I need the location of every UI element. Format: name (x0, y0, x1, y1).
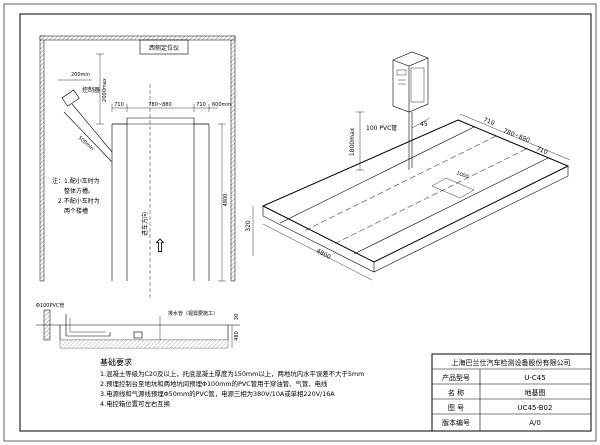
small-pit (431, 177, 475, 199)
plan-note-2: 整体方槽。 (64, 187, 94, 195)
isometric-view: 100 PVC管 45 1800max 1000 710 780~880 710… (245, 51, 571, 281)
dim-1800max: 1800max (349, 127, 356, 156)
top-wall (39, 35, 236, 41)
dim-710-left: 710 (114, 102, 124, 108)
dim-780-880: 780~880 (502, 127, 531, 144)
label-model: 产品型号 (442, 373, 470, 382)
dim-710-b: 710 (535, 145, 548, 156)
sheet-outer-frame (3, 3, 597, 442)
section-pipe (65, 314, 111, 337)
controller-label: 控制器 (82, 86, 100, 94)
control-room-box (139, 39, 189, 55)
dim-2000max: 2000max (102, 78, 108, 102)
control-cabinet (392, 51, 429, 113)
pit-top-step (112, 117, 209, 125)
section-view: Φ100PVC管 排水管（视需要施工） 480 30 (36, 302, 240, 349)
dim-45: 45 (420, 121, 428, 128)
plan-note-3: 2.不配小车时为 (58, 197, 100, 205)
conduit-diagonal-a (63, 111, 113, 163)
controller-body (61, 89, 80, 107)
dim-480: 480 (234, 331, 240, 341)
dim-4800-vertical: 4800 (223, 194, 229, 207)
title-block: 上海巴兰仕汽车检测设备股份有限公司 产品型号 U-C45 名 称 地基图 图 号… (431, 353, 592, 432)
drain-label: 排水管（视需要施工） (168, 310, 218, 317)
dim-200min: 200min (71, 72, 90, 78)
pvc-label: 100 PVC管 (366, 124, 397, 132)
company-name: 上海巴兰仕汽车检测设备股份有限公司 (452, 358, 571, 367)
runway-line-2 (301, 135, 497, 233)
pipe-label: Φ100PVC管 (36, 302, 64, 309)
conduit-diagonal-b (71, 103, 113, 153)
dim-600min: 600min (212, 102, 231, 108)
plan-note-4: 两个楼槽 (64, 207, 88, 215)
dim-320: 320 (245, 220, 252, 232)
value-model: U-C45 (524, 374, 545, 382)
pit-section (59, 325, 229, 341)
requirement-1: 1.混凝土等级为C20及以上，托底混凝土厚度为150mm以上，两地坑内水平误差不… (100, 369, 364, 378)
runway-line-1 (279, 126, 475, 224)
plan-note-1: 注：1.配小车时为 (52, 177, 100, 185)
runway-line-3 (331, 148, 527, 246)
dim-710-a: 710 (482, 116, 495, 127)
control-room-label: 西侧定位仪 (149, 44, 179, 52)
pit-outline (111, 123, 210, 281)
plan-view: 西侧定位仪 控制器 200min 500min 2000max 710 (39, 35, 236, 300)
slab-thickness (262, 166, 569, 273)
right-wall (230, 35, 236, 282)
dim-1000: 1000 (455, 170, 469, 180)
requirement-3: 3.电源线和气源线预埋Φ50mm的PVC管，电源三相为380V/10A或单相22… (100, 389, 335, 398)
dim-710-right: 710 (196, 102, 206, 108)
label-drawing-no: 图 号 (448, 404, 464, 412)
dim-780-880-top: 780~880 (148, 102, 171, 108)
travel-arrow-icon: ⇧ (152, 236, 167, 257)
value-drawing-no: UC45-B02 (518, 404, 553, 412)
left-wall (39, 35, 45, 282)
requirement-2: 2.预埋控制台至地坑和两地坑间预埋Φ100mm的PVC管用于穿油管、气管、电线 (100, 379, 328, 388)
runway-line-4 (353, 157, 549, 255)
label-version: 版本编号 (442, 418, 470, 427)
value-version: A/0 (529, 419, 541, 427)
travel-direction-label: 进车方向 (141, 212, 149, 236)
foundation-requirements: 基础要求 1.混凝土等级为C20及以上，托底混凝土厚度为150mm以上，两地坑内… (100, 357, 364, 408)
label-name: 名 称 (448, 388, 464, 397)
sheet-inner-frame (19, 13, 592, 432)
requirements-title: 基础要求 (100, 357, 132, 367)
requirement-4: 4.电控箱位置可左右互换 (100, 399, 171, 408)
dim-500min-diag: 500min (77, 135, 95, 152)
value-name: 地基图 (525, 388, 546, 397)
dim-30: 30 (234, 314, 240, 320)
